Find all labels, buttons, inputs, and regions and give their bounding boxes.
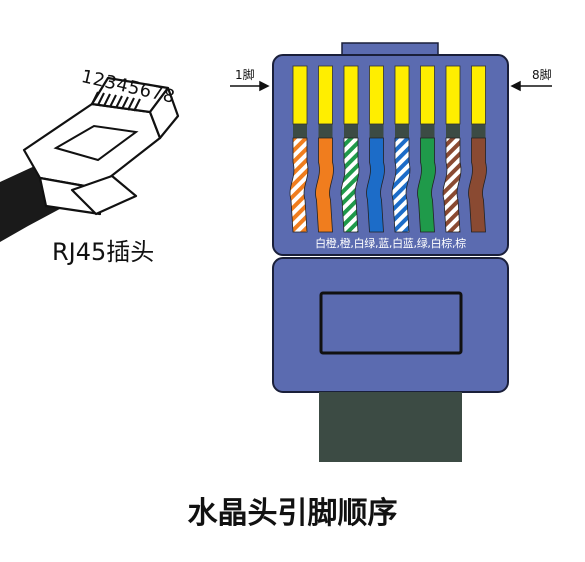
wire-4 [366,137,385,233]
plug-body [22,102,162,190]
pin-contact-4 [369,65,384,125]
wire-7 [442,137,462,233]
pin-contact-6 [420,65,435,125]
pin-contact-8 [471,65,486,125]
pin1-label: 1脚 [235,68,255,82]
pin8-label: 8脚 [532,68,552,82]
wire-3 [340,137,360,233]
wire-6 [417,137,436,233]
wire-order-text: 白橙,橙,白绿,蓝,白蓝,绿,白棕,棕 [315,237,466,250]
wire-2 [315,137,334,233]
wire-separator-2 [318,124,333,138]
wire-group [289,65,487,233]
wire-8 [468,137,487,233]
plug-latch [70,174,138,216]
plug-caption: RJ45插头 [52,238,155,266]
cable-jacket [319,392,462,462]
pin8-arrowhead [510,80,521,92]
connector-latch-window [319,291,463,355]
wire-separator-8 [471,124,486,138]
pin-contact-5 [394,65,410,125]
wire-separator-4 [369,124,384,138]
plug-side [148,86,180,140]
pin1-arrowhead [259,80,270,92]
page-title: 水晶头引脚顺序 [187,496,398,531]
pin-contact-2 [318,65,333,125]
pin-contact-1 [292,65,308,125]
wire-5 [391,137,411,233]
rj45-plug-illustration [0,76,180,242]
rj45-pinout-connector [230,42,552,462]
wire-separator-6 [420,124,435,138]
pin-contact-3 [343,65,359,125]
wire-separator-1 [293,124,307,138]
wire-1 [289,137,309,233]
pin-contact-7 [445,65,461,125]
connector-top-tab [341,42,439,56]
wire-separator-5 [395,124,409,138]
wire-separator-7 [446,124,460,138]
wire-separator-3 [344,124,358,138]
